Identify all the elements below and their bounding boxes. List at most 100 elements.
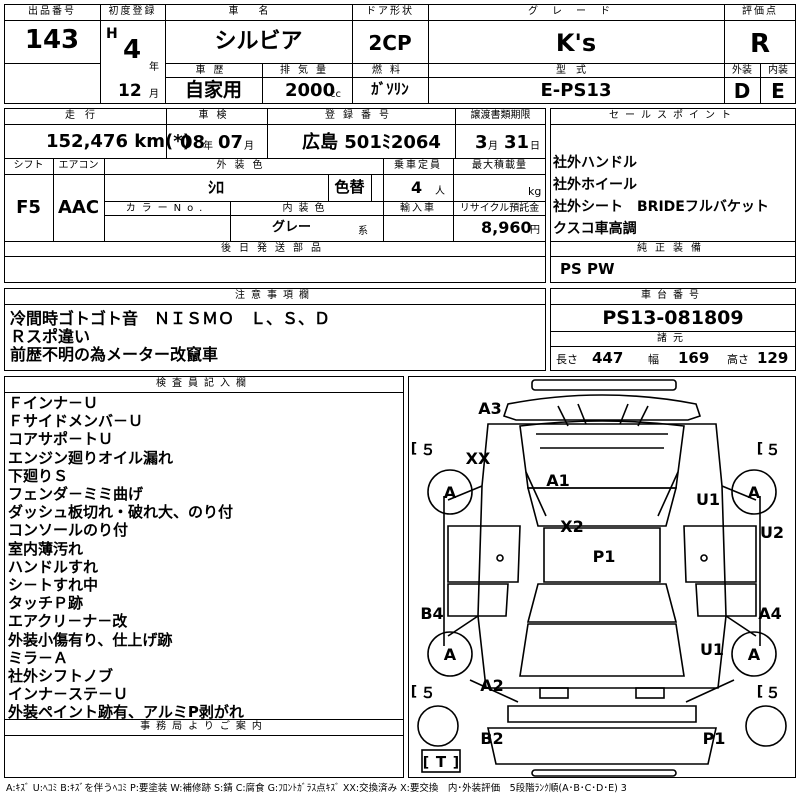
svg-text:]: ] — [453, 755, 459, 771]
inspector-line: コンソールのり付 — [8, 521, 129, 540]
mileage: 152,476 km(*) — [46, 131, 191, 152]
door-label: ドア形状 — [366, 6, 414, 17]
tire-front-left: A — [444, 483, 457, 502]
transfer-label: 譲渡書類期限 — [470, 110, 531, 121]
car-name-label: 車名 — [228, 6, 289, 17]
width-label: 幅 — [648, 353, 659, 366]
office-label: 事務局よりご案内 — [140, 721, 268, 732]
sales-point: 社外ハンドル — [553, 155, 637, 171]
inspector-line: ミラ－Ａ — [8, 648, 69, 667]
shift: F5 — [16, 197, 41, 218]
tire-rear-left: A — [444, 645, 457, 664]
mark-a1: A1 — [546, 471, 570, 490]
transfer-day-unit: 日 — [530, 141, 540, 152]
damage-diagram-section — [408, 376, 796, 778]
mark-a3: A3 — [478, 399, 502, 418]
color-no-label: カラーNo. — [125, 203, 209, 214]
inspector-line: Ｆインナ－Ｕ — [8, 394, 99, 412]
inspector-line: タッチＰ跡 — [8, 594, 84, 613]
mark-u1-front: U1 — [696, 490, 720, 509]
grade: K's — [555, 29, 597, 57]
capacity-label: 乗車定員 — [394, 160, 442, 171]
recycle-label: リサイクル預託金 — [459, 203, 540, 214]
genuine-label: 純正装備 — [637, 243, 709, 254]
width: 169 — [678, 349, 710, 367]
mark-b4: B4 — [420, 604, 443, 623]
height: 129 — [757, 349, 789, 367]
car-name: シルビア — [214, 29, 303, 54]
note-line: 冷間時ゴトゴト音 ＮＩＳＭＯ Ｌ、Ｓ、Ｄ — [10, 309, 331, 328]
vehicle-details-section — [4, 108, 546, 283]
genuine-equipment: PS PW — [560, 260, 615, 278]
first-reg-era: H — [106, 26, 118, 42]
inspection-month-unit: 月 — [244, 141, 254, 152]
exterior-label: 外装 — [732, 65, 752, 76]
inspector-line: 外装小傷有り、仕上げ跡 — [8, 630, 173, 649]
color-change: 色替 — [334, 178, 365, 196]
interior-score: E — [771, 79, 785, 103]
inspector-line: エンジン廻りオイル漏れ — [8, 448, 174, 467]
chassis-label: 車台番号 — [641, 290, 705, 301]
inspector-line: インナ－ステ－Ｕ — [8, 685, 129, 704]
transfer-month-unit: 月 — [488, 141, 498, 152]
tire-rear-right: A — [748, 645, 761, 664]
load-unit: kg — [528, 185, 542, 198]
first-reg-label: 初度登録 — [108, 6, 157, 17]
capacity-unit: 人 — [435, 186, 445, 197]
displacement-unit: cc — [330, 89, 341, 100]
sales-point: クスコ車高調 — [553, 221, 637, 237]
mark-b2: B2 — [480, 729, 503, 748]
spec-label: 諸元 — [657, 333, 689, 344]
fuel: ｶﾞｿﾘﾝ — [371, 80, 409, 98]
grade-label: グレード — [528, 6, 624, 17]
color: ｼﾛ — [207, 178, 224, 197]
svg-text:[: [ — [411, 684, 417, 700]
plate-label: 登録番号 — [325, 110, 397, 121]
mark-xx: XX — [466, 449, 491, 468]
inspector-section — [4, 376, 404, 778]
lot-number: 143 — [24, 25, 80, 55]
sales-points-label: セールスポイント — [609, 110, 737, 121]
trunk-mark: T — [436, 753, 447, 771]
height-label: 高さ — [727, 353, 749, 366]
first-reg-year-unit: 年 — [149, 62, 159, 73]
sales-points-list: 社外ハンドル 社外ホイール 社外シート BRIDEフルバケット クスコ車高調 — [553, 152, 793, 240]
tread-bottom-left: ５ — [420, 684, 435, 702]
note-line: Ｒスポ違い — [10, 327, 91, 346]
inspection-year: 08 — [180, 132, 206, 153]
sales-point: 社外ホイール — [553, 177, 637, 193]
svg-text:[: [ — [757, 684, 763, 700]
first-reg-year: 4 — [123, 35, 142, 65]
transfer-month: 3 — [475, 132, 488, 153]
history-label: 車歴 — [195, 65, 232, 76]
mileage-label: 走行 — [65, 110, 105, 121]
length-label: 長さ — [556, 353, 578, 366]
mark-a2: A2 — [480, 676, 504, 695]
first-reg-month-unit: 月 — [149, 89, 159, 100]
inspector-line: Ｆサイドメンバ－Ｕ — [8, 412, 144, 431]
interior-label: 内装 — [768, 65, 788, 76]
sales-points-section — [550, 108, 796, 283]
capacity: 4 — [411, 178, 423, 197]
door-type: 2CP — [368, 31, 412, 55]
inspector-line: フェンダ－ミミ曲げ — [8, 485, 144, 504]
inspector-line: シ－トすれ中 — [8, 576, 99, 595]
inspector-line: ダッシュ板切れ・破れ大、のり付 — [8, 503, 234, 522]
displacement-label: 排気量 — [280, 65, 334, 76]
import-label: 輸入車 — [400, 203, 436, 214]
car-damage-diagram: A3 XX A1 X2 P1 U1 U2 B4 A4 U1 A2 B2 P1 A… — [411, 379, 787, 777]
inspector-line: 下廻りＳ — [8, 466, 69, 485]
displacement: 2000 — [285, 80, 336, 101]
mark-p1-rear: P1 — [703, 729, 726, 748]
lot-label: 出品番号 — [28, 6, 76, 17]
load-label: 最大積載量 — [472, 160, 527, 171]
chassis-section — [550, 288, 796, 371]
svg-text:[: [ — [757, 441, 763, 457]
notes-section — [4, 288, 546, 371]
inspector-line: 社外シフトノブ — [8, 667, 114, 686]
inspection-month: 07 — [218, 132, 244, 153]
transfer-day: 31 — [504, 132, 530, 153]
sales-point: 社外シート BRIDEフルバケット — [553, 199, 769, 215]
ac: AAC — [57, 197, 100, 218]
tread-bottom-right: ５ — [765, 684, 780, 702]
